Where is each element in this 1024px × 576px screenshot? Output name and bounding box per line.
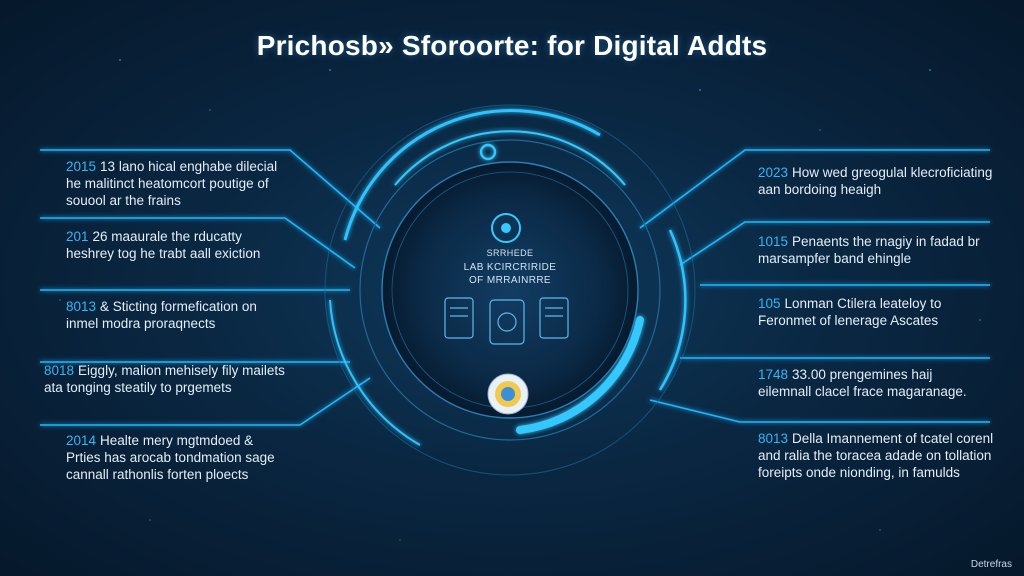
node-year: 1015 — [758, 234, 789, 249]
brain-icon — [491, 213, 521, 243]
node-text: and ralia the toracea adade on tollation — [758, 448, 992, 463]
node-year: 8018 — [44, 363, 75, 378]
node-text: Lonman Ctilera leateloy to — [784, 296, 942, 311]
node-text: & Sticting formefication on — [100, 299, 257, 314]
node-text: Della Imannement of tcatel corenl — [792, 431, 994, 446]
node-text: souool ar the frains — [66, 193, 181, 208]
page-title: Prichosb» Sforoorte: for Digital Addts — [256, 30, 768, 61]
node-year: 8013 — [758, 431, 789, 446]
center-badge: SRRHEDE — [486, 248, 534, 258]
timeline-node-left-3: 8013& Sticting formefication on inmel mo… — [66, 298, 306, 332]
node-text: ata tonging steatily to prgemets — [44, 380, 232, 395]
node-text: marsampfer band ehingle — [758, 251, 912, 266]
node-year: 2014 — [66, 433, 97, 448]
top-node-icon — [479, 143, 497, 161]
watermark: Detrefras — [970, 559, 1012, 570]
seal-icon — [487, 373, 529, 415]
left-connectors — [40, 149, 381, 426]
node-text: heshrey tog he trabt aall exiction — [66, 246, 261, 261]
node-text: 26 maaurale the rducatty — [92, 229, 242, 244]
node-text: Eiggly, malion mehisely fily mailets — [78, 363, 285, 378]
node-text: Feronmet of lenerage Ascates — [758, 313, 939, 328]
node-text: he malitinct heatomcort poutige of — [66, 176, 269, 191]
device-icons — [444, 297, 569, 345]
node-text: How wed greogulal klecroficiating — [792, 165, 993, 180]
center-heading-line2: OF MRRAINRRE — [468, 275, 552, 286]
node-text: eilemnall clacel frace magaranage. — [758, 384, 967, 399]
right-connectors — [639, 149, 990, 423]
node-text: inmel modra proraqnects — [66, 316, 216, 331]
node-year: 1748 — [758, 367, 789, 382]
node-text: foreipts onde nionding, in famulds — [758, 465, 960, 480]
node-text: 33.00 prengemines haij — [792, 367, 933, 382]
node-text: Healte mery mgtmdoed & — [100, 433, 254, 448]
node-year: 2015 — [66, 159, 97, 174]
star-field — [59, 39, 981, 541]
center-heading-line1: LAB KCIRCRIRIDE — [463, 262, 557, 273]
ring-system — [324, 104, 696, 476]
node-text: Penaents the rnagiy in fadad br — [792, 234, 980, 249]
node-text: aan bordoing heaigh — [758, 182, 882, 197]
node-text: 13 lano hical enghabe dilecial — [100, 159, 278, 174]
node-year: 105 — [758, 296, 781, 311]
node-year: 201 — [66, 229, 89, 244]
node-year: 2023 — [758, 165, 789, 180]
node-text: cannall rathonlis forten ploects — [66, 467, 249, 482]
node-text: Prties has arocab tondmation sage — [66, 450, 275, 465]
node-year: 8013 — [66, 299, 97, 314]
